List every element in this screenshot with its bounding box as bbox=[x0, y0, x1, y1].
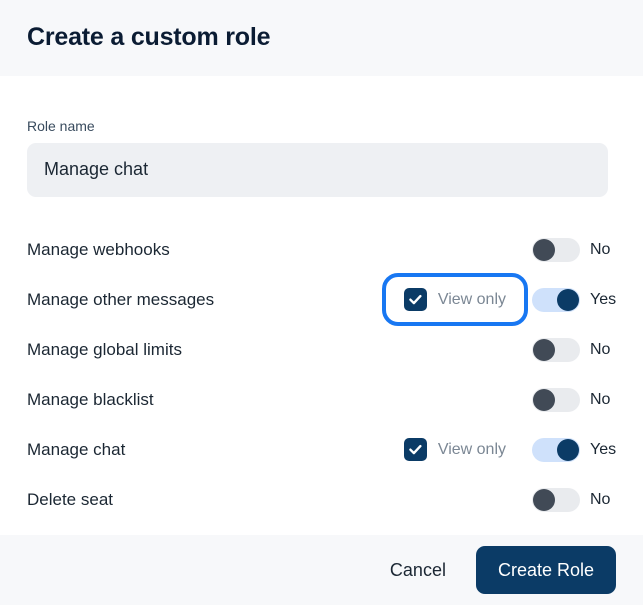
permission-toggle-wrap: No bbox=[532, 337, 616, 362]
role-name-input[interactable] bbox=[27, 142, 608, 197]
toggle-state-label: No bbox=[590, 390, 611, 408]
permission-toggle[interactable] bbox=[532, 237, 580, 262]
permission-toggle-wrap: Yes bbox=[532, 287, 617, 312]
permission-toggle[interactable] bbox=[532, 387, 580, 412]
cancel-button[interactable]: Cancel bbox=[372, 550, 464, 591]
permission-toggle-wrap: No bbox=[532, 237, 616, 262]
toggle-state-label: No bbox=[590, 240, 611, 258]
toggle-state-label: No bbox=[590, 340, 611, 358]
toggle-state-label: No bbox=[590, 490, 611, 508]
permission-label: Manage webhooks bbox=[27, 239, 170, 259]
permission-row: Manage other messages View only Yes bbox=[27, 273, 617, 327]
permission-label: Delete seat bbox=[27, 489, 113, 509]
checkmark-icon[interactable] bbox=[403, 438, 427, 462]
page-title: Create a custom role bbox=[27, 23, 271, 52]
permission-label: Manage global limits bbox=[27, 339, 182, 359]
permission-row: Manage chat View only Yes bbox=[27, 425, 616, 475]
create-role-button[interactable]: Create Role bbox=[475, 546, 616, 594]
toggle-state-label: Yes bbox=[590, 440, 617, 458]
view-only-label: View only bbox=[437, 440, 506, 458]
permission-toggle[interactable] bbox=[532, 487, 580, 512]
role-name-field-block: Role name bbox=[27, 76, 616, 197]
toggle-knob bbox=[533, 388, 555, 411]
permission-row: Manage webhooks No bbox=[27, 225, 616, 275]
view-only-checkbox-group[interactable]: View only bbox=[381, 273, 529, 327]
toggle-state-label: Yes bbox=[590, 290, 617, 308]
checkmark-icon[interactable] bbox=[403, 288, 427, 312]
permission-row: Manage global limits No bbox=[27, 325, 616, 375]
permission-toggle-wrap: No bbox=[532, 487, 616, 512]
permission-label: Manage other messages bbox=[27, 289, 215, 309]
toggle-knob bbox=[557, 438, 579, 461]
dialog-header: Create a custom role bbox=[0, 0, 643, 76]
role-name-label: Role name bbox=[27, 118, 95, 134]
permission-label: Manage chat bbox=[27, 439, 126, 459]
dialog-footer: Cancel Create Role bbox=[0, 535, 643, 605]
toggle-knob bbox=[557, 288, 579, 311]
toggle-knob bbox=[533, 488, 555, 511]
permission-toggle[interactable] bbox=[532, 337, 580, 362]
view-only-label: View only bbox=[437, 290, 506, 308]
permission-row: Manage blacklist No bbox=[27, 375, 616, 425]
permission-label: Manage blacklist bbox=[27, 389, 154, 409]
toggle-knob bbox=[533, 238, 555, 261]
view-only-checkbox-group[interactable]: View only bbox=[386, 427, 524, 472]
permission-toggle[interactable] bbox=[532, 437, 580, 462]
toggle-knob bbox=[533, 338, 555, 361]
permission-toggle-wrap: No bbox=[532, 387, 616, 412]
permission-toggle[interactable] bbox=[532, 287, 580, 312]
permission-toggle-wrap: Yes bbox=[532, 437, 617, 462]
permission-row: Delete seat No bbox=[27, 475, 616, 525]
